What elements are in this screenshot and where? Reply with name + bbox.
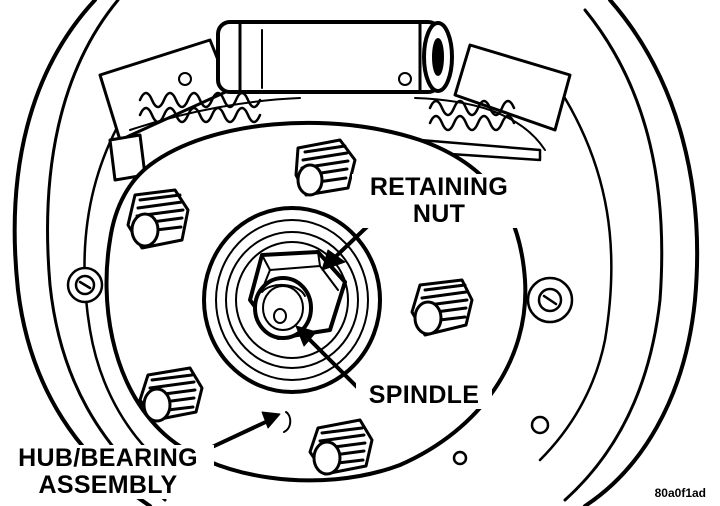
figure-code: 80a0f1ad bbox=[652, 486, 708, 500]
wheel-stud-lower bbox=[308, 418, 374, 476]
hub-bearing-label-line1: HUB/BEARING bbox=[18, 444, 198, 472]
spindle-arrowhead bbox=[295, 325, 317, 347]
spindle-label-text: SPINDLE bbox=[368, 381, 480, 409]
hub-bearing-leader bbox=[208, 418, 272, 450]
wheel-stud-lower-left bbox=[138, 366, 204, 423]
retaining-nut-label-line1: RETAINING bbox=[369, 173, 509, 201]
hub-bearing-arrowhead bbox=[261, 411, 281, 429]
retaining-nut-leader bbox=[328, 220, 374, 264]
spindle-leader bbox=[303, 333, 364, 394]
wheel-stud-upper-left bbox=[126, 188, 190, 250]
retaining-nut-label: RETAINING NUT bbox=[352, 174, 526, 228]
spindle-end bbox=[253, 276, 313, 340]
hub-bearing-label: HUB/BEARING ASSEMBLY bbox=[2, 445, 214, 499]
wheel-cylinder bbox=[216, 20, 454, 94]
spindle-label: SPINDLE bbox=[356, 382, 492, 409]
retaining-nut-arrowhead bbox=[321, 249, 346, 271]
wheel-studs bbox=[126, 138, 474, 476]
wheel-stud-right bbox=[410, 278, 474, 337]
retaining-nut-label-line2: NUT bbox=[412, 200, 466, 228]
wheel-stud-upper bbox=[294, 138, 357, 197]
hub-face-mark bbox=[283, 411, 292, 433]
hold-down-pins bbox=[66, 266, 574, 466]
leader-arrows bbox=[208, 220, 374, 450]
return-springs bbox=[138, 72, 516, 132]
hub-bearing-label-line2: ASSEMBLY bbox=[38, 471, 178, 499]
